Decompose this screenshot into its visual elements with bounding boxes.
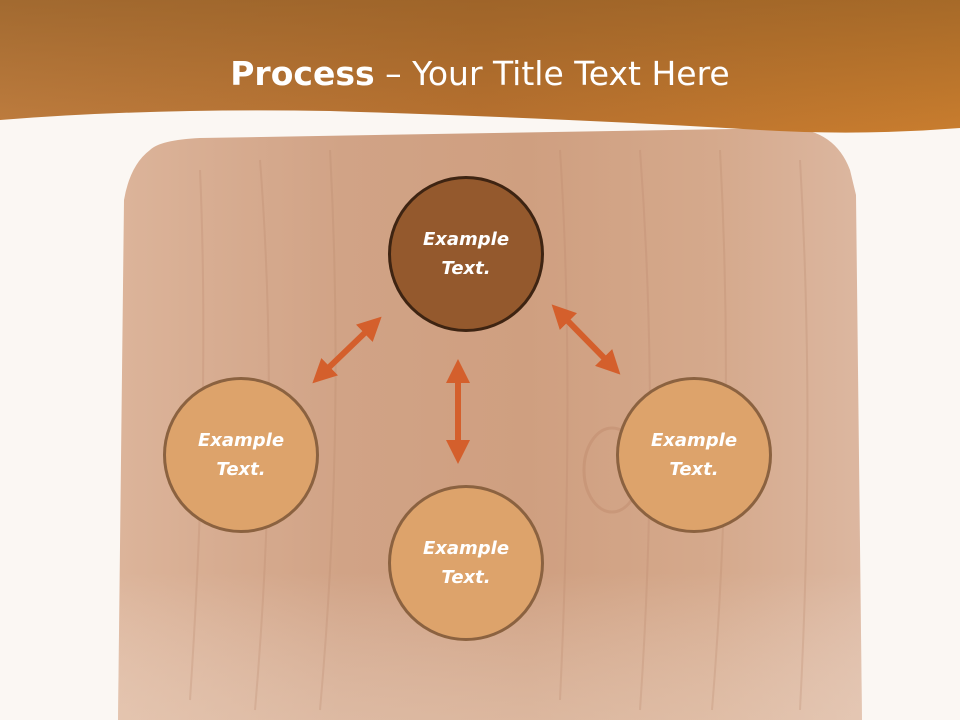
- slide-title: Process – Your Title Text Here: [0, 52, 960, 96]
- node-left-line1: Example: [197, 430, 285, 451]
- process-node-top: Example Text.: [388, 176, 544, 332]
- title-bold: Process: [230, 54, 375, 93]
- node-top-line1: Example: [422, 229, 510, 250]
- process-node-left: Example Text.: [163, 377, 319, 533]
- arrow-top-left: [312, 316, 382, 384]
- node-right-line1: Example: [650, 430, 738, 451]
- process-node-right: Example Text.: [616, 377, 772, 533]
- node-top-line2: Text.: [441, 258, 491, 279]
- process-node-bottom: Example Text.: [388, 485, 544, 641]
- title-rest: – Your Title Text Here: [374, 54, 730, 93]
- node-left-line2: Text.: [216, 459, 266, 480]
- arrow-top-right: [551, 304, 621, 375]
- node-bottom-line2: Text.: [441, 567, 491, 588]
- node-bottom-line1: Example: [422, 538, 510, 559]
- node-right-line2: Text.: [669, 459, 719, 480]
